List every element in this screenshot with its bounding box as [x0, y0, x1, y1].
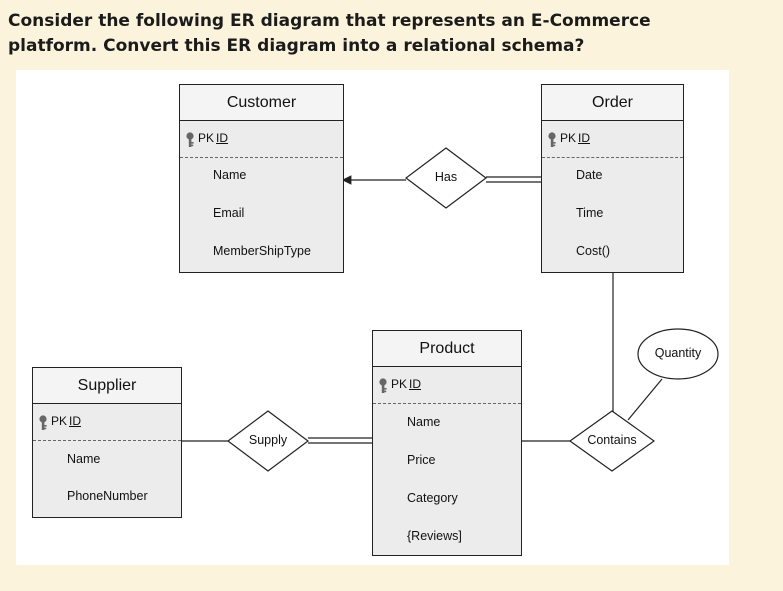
pk-label: PK: [560, 131, 577, 145]
primary-key-row: PK ID: [542, 121, 683, 158]
entity-title: Supplier: [33, 368, 181, 404]
pk-label: PK: [391, 377, 408, 391]
attribute-name: Name: [67, 452, 101, 466]
attribute-price: Price: [407, 453, 436, 467]
attribute-email: Email: [213, 206, 245, 220]
entity-title: Product: [373, 331, 521, 367]
question-text: Consider the following ER diagram that r…: [8, 9, 778, 59]
pk-attribute: ID: [69, 414, 81, 428]
quantity-label: Quantity: [654, 346, 702, 360]
attribute-date: Date: [576, 168, 603, 182]
attribute-name: Name: [213, 168, 247, 182]
contains-label: Contains: [587, 433, 637, 447]
entity-title: Order: [542, 85, 683, 121]
primary-key-row: PK ID: [373, 367, 521, 404]
supply-label: Supply: [248, 433, 288, 447]
question-line-1: Consider the following ER diagram that r…: [8, 11, 651, 31]
er-diagram-canvas: Has Supply Contains Quantity Customer PK…: [16, 70, 729, 565]
attribute-category: Category: [407, 491, 458, 505]
pk-attribute: ID: [578, 131, 590, 145]
pk-attribute: ID: [216, 131, 228, 145]
primary-key-row: PK ID: [180, 121, 343, 158]
connector-lines: [181, 147, 719, 472]
product-entity: Product PK ID Name Price Category {Revie…: [372, 330, 522, 556]
has-relationship-diamond: [405, 147, 487, 209]
customer-entity: Customer PK ID Name Email MemberShipType: [179, 84, 344, 273]
attribute-phonenumber: PhoneNumber: [67, 489, 148, 503]
supplier-entity: Supplier PK ID Name PhoneNumber: [32, 367, 182, 518]
has-label: Has: [434, 170, 458, 184]
attribute-cost: Cost(): [576, 244, 611, 258]
primary-key-row: PK ID: [33, 404, 181, 441]
entity-title: Customer: [180, 85, 343, 121]
order-entity: Order PK ID Date Time Cost(): [541, 84, 684, 273]
quantity-attribute-ellipse: [637, 328, 719, 380]
pk-attribute: ID: [409, 377, 421, 391]
contains-relationship-diamond: [568, 410, 656, 472]
attribute-time: Time: [576, 206, 604, 220]
pk-label: PK: [51, 414, 68, 428]
supply-relationship-diamond: [227, 410, 309, 472]
attribute-reviews: {Reviews]: [407, 529, 462, 543]
pk-label: PK: [198, 131, 215, 145]
attribute-membershiptype: MemberShipType: [213, 244, 311, 258]
line-contains-quantity: [627, 378, 663, 421]
question-line-2: platform. Convert this ER diagram into a…: [8, 36, 585, 56]
attribute-name: Name: [407, 415, 441, 429]
